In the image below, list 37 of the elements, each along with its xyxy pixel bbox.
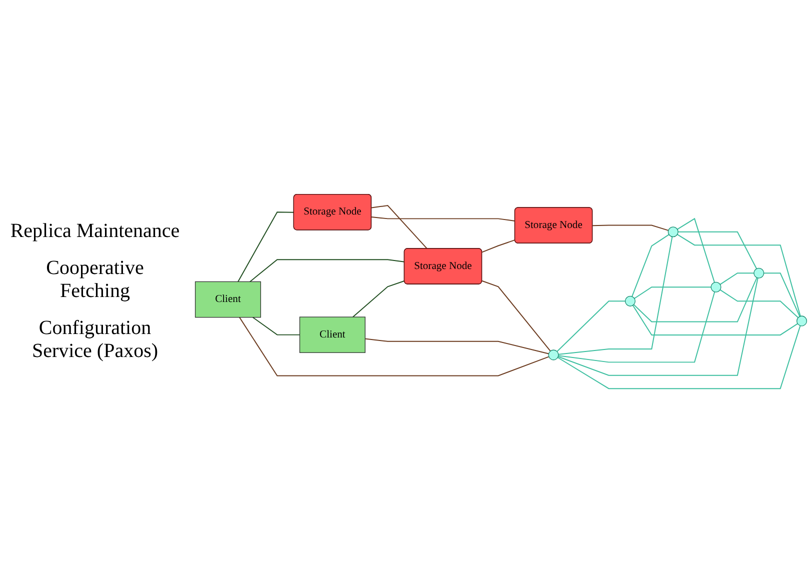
connector <box>249 258 406 282</box>
connector <box>558 290 716 362</box>
connector <box>352 280 406 318</box>
connector <box>763 272 800 316</box>
connector <box>592 224 669 230</box>
node-box: Client <box>194 280 262 318</box>
connector <box>239 316 550 376</box>
connector <box>720 288 799 318</box>
connector <box>371 216 516 222</box>
connector <box>558 277 758 376</box>
node-circle <box>710 281 722 292</box>
connector <box>557 324 801 389</box>
node-circle <box>796 315 808 326</box>
note-text: Configuration Service (Paxos) <box>30 316 160 362</box>
note-text: Cooperative Fetching <box>45 256 145 302</box>
node-circle <box>548 349 559 360</box>
connector <box>238 211 294 282</box>
connector <box>558 236 673 354</box>
node-circle <box>668 226 678 237</box>
connector <box>482 280 551 352</box>
connector <box>678 230 758 269</box>
connector <box>676 218 715 282</box>
connector <box>634 286 712 298</box>
note-text: Replica Maintenance <box>10 220 180 242</box>
connector <box>720 272 754 284</box>
connector <box>364 338 550 354</box>
connector <box>482 239 516 252</box>
node-box: Client <box>299 316 366 353</box>
connector <box>632 234 670 297</box>
connector <box>633 276 758 322</box>
connector <box>632 304 798 336</box>
connector <box>252 316 300 335</box>
node-circle <box>754 267 764 278</box>
connector <box>556 300 626 352</box>
connector <box>371 204 428 249</box>
connector <box>676 234 801 316</box>
node-circle <box>624 295 636 306</box>
